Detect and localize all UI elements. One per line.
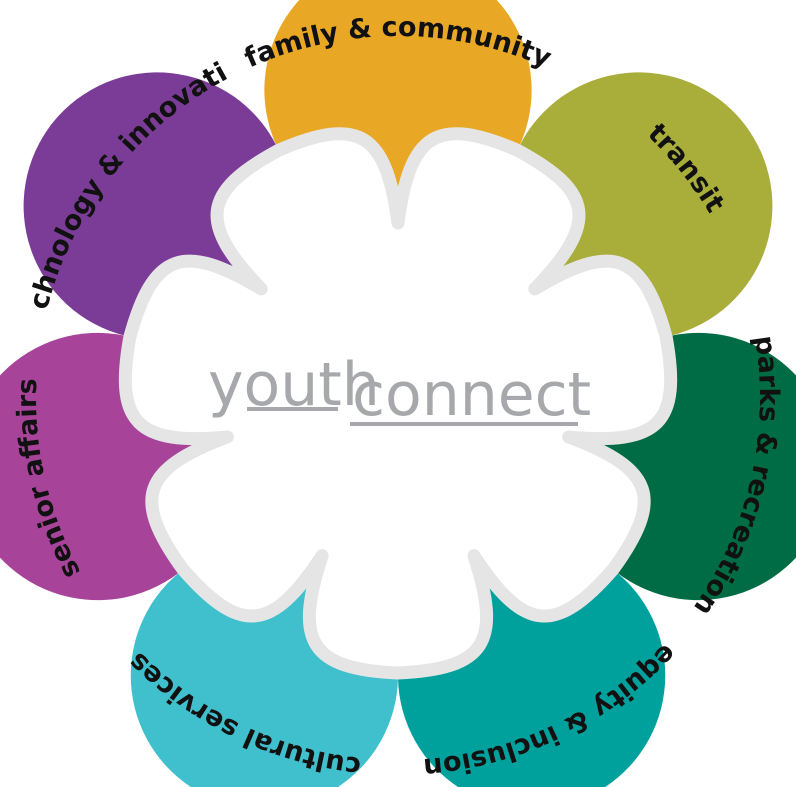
center-flower-petals: [118, 127, 678, 680]
logo-word-connect: connect: [352, 360, 591, 430]
youth-connect-logo: youth connect: [208, 350, 591, 430]
central-flower: [118, 127, 678, 680]
